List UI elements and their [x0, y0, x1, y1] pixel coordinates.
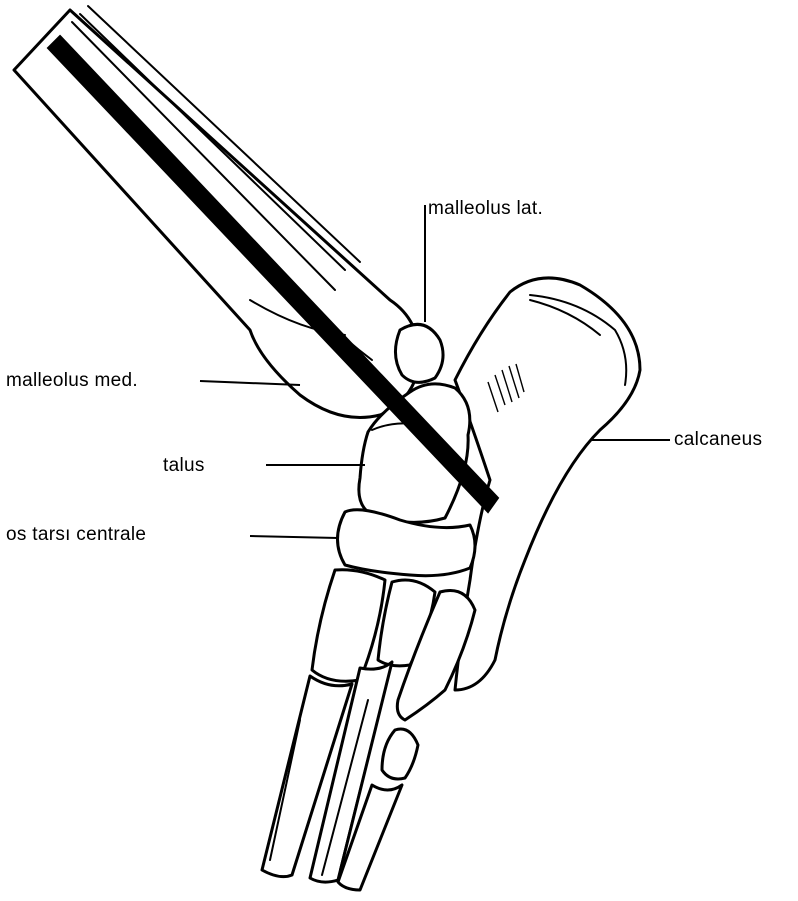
fixation-rod: [48, 36, 498, 512]
tarsal-bones: [312, 570, 475, 779]
label-malleolus-lat: malleolus lat.: [428, 198, 543, 220]
metatarsals: [262, 662, 402, 890]
label-talus: talus: [163, 455, 205, 477]
label-calcaneus: calcaneus: [674, 429, 762, 451]
label-malleolus-med: malleolus med.: [6, 370, 138, 392]
malleolus-lateralis: [395, 324, 443, 382]
label-os-tarsi-centrale: os tarsı centrale: [6, 524, 146, 546]
